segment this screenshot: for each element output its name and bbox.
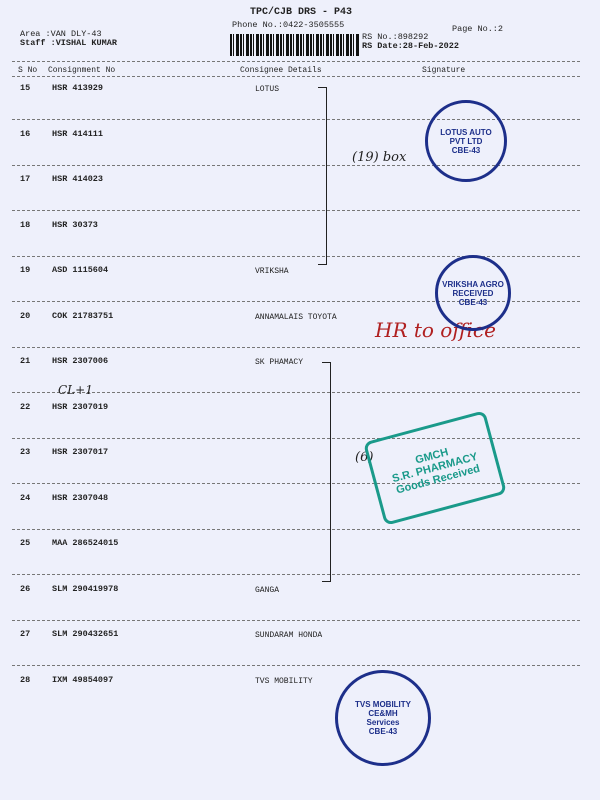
table-row: 26 SLM 290419978 GANGA <box>0 584 600 596</box>
row-consignment-no: SLM 290419978 <box>52 583 119 594</box>
table-row: 17 HSR 414023 <box>0 174 600 186</box>
row-divider <box>12 665 580 666</box>
row-divider <box>12 437 580 439</box>
table-row: 18 HSR 30373 <box>0 220 600 232</box>
row-consignment-no: HSR 414023 <box>52 174 104 184</box>
row-sno: 19 <box>20 265 31 275</box>
handwritten-box-count: (19) box <box>352 150 407 165</box>
row-consignee: GANGA <box>255 585 280 595</box>
table-row: 25 MAA 286524015 <box>0 538 600 550</box>
row-sno: 17 <box>20 174 31 184</box>
col-consignee: Consignee Details <box>240 66 322 75</box>
row-sno: 24 <box>20 492 31 503</box>
row-divider <box>12 210 580 211</box>
row-consignment-no: HSR 2307048 <box>52 492 109 503</box>
row-divider <box>12 528 580 530</box>
row-sno: 25 <box>20 538 31 548</box>
row-consignment-no: MAA 286524015 <box>52 538 119 548</box>
table-row: 15 HSR 413929 LOTUS <box>0 83 600 95</box>
row-sno: 16 <box>20 128 31 139</box>
row-consignment-no: HSR 414111 <box>52 128 104 139</box>
row-consignment-no: HSR 2307006 <box>52 356 109 366</box>
handwritten-count: (6) <box>355 450 374 465</box>
barcode <box>230 34 360 56</box>
sheet-title: TPC/CJB DRS - P43 <box>250 7 353 18</box>
table-row: 27 SLM 290432651 SUNDARAM HONDA <box>0 629 600 641</box>
row-consignment-no: HSR 30373 <box>52 219 98 230</box>
area: Area :VAN DLY-43 <box>20 29 102 39</box>
table-row: 21 HSR 2307006 SK PHAMACY <box>0 356 600 368</box>
table-row: 20 COK 21783751 ANNAMALAIS TOYOTA <box>0 311 600 323</box>
table-row: 28 IXM 49854097 TVS MOBILITY <box>0 675 600 687</box>
divider <box>12 61 580 62</box>
row-consignee: SUNDARAM HONDA <box>255 631 323 640</box>
row-divider <box>12 574 580 575</box>
row-divider <box>12 392 580 393</box>
bracket <box>318 87 327 265</box>
row-consignee: LOTUS <box>255 85 280 94</box>
handwritten-cl-note: CL+1 <box>58 383 93 397</box>
row-consignment-no: SLM 290432651 <box>52 629 119 639</box>
table-row: 16 HSR 414111 <box>0 129 600 141</box>
col-sno: S No <box>18 66 38 75</box>
row-consignee: TVS MOBILITY <box>255 676 313 686</box>
row-consignee: ANNAMALAIS TOYOTA <box>255 312 337 322</box>
row-sno: 27 <box>20 629 31 639</box>
row-consignment-no: HSR 413929 <box>52 83 104 93</box>
col-consignment: Consignment No <box>48 66 116 75</box>
page-number: Page No.:2 <box>452 24 504 34</box>
row-sno: 18 <box>20 219 31 230</box>
row-consignment-no: HSR 2307019 <box>52 401 109 412</box>
row-sno: 28 <box>20 674 31 685</box>
row-consignment-no: HSR 2307017 <box>52 447 109 457</box>
row-consignee: VRIKSHA <box>255 267 289 276</box>
row-divider <box>12 346 580 348</box>
row-sno: 22 <box>20 401 31 412</box>
table-row: 24 HSR 2307048 <box>0 493 600 505</box>
staff: Staff :VISHAL KUMAR <box>20 38 117 48</box>
row-divider <box>12 164 580 166</box>
row-sno: 15 <box>20 83 31 93</box>
row-consignment-no: ASD 1115604 <box>52 265 109 275</box>
row-divider <box>12 255 580 257</box>
table-row: 23 HSR 2307017 <box>0 447 600 459</box>
row-divider <box>12 483 580 484</box>
row-divider <box>12 119 580 120</box>
row-divider <box>12 619 580 621</box>
row-consignee: SK PHAMACY <box>255 358 304 367</box>
bracket <box>322 362 331 582</box>
phone-number: Phone No.:0422-3505555 <box>232 20 345 30</box>
row-sno: 26 <box>20 583 31 594</box>
col-signature: Signature <box>422 66 466 75</box>
row-sno: 21 <box>20 356 31 366</box>
row-divider <box>12 301 580 302</box>
table-row: 19 ASD 1115604 VRIKSHA <box>0 265 600 277</box>
row-sno: 23 <box>20 447 31 457</box>
row-consignment-no: IXM 49854097 <box>52 674 114 685</box>
row-sno: 20 <box>20 310 31 321</box>
table-row: 22 HSR 2307019 <box>0 402 600 414</box>
divider <box>12 76 580 77</box>
rs-number: RS No.:898292 <box>362 32 429 42</box>
row-consignment-no: COK 21783751 <box>52 310 114 321</box>
rs-date: RS Date:28-Feb-2022 <box>362 41 459 51</box>
